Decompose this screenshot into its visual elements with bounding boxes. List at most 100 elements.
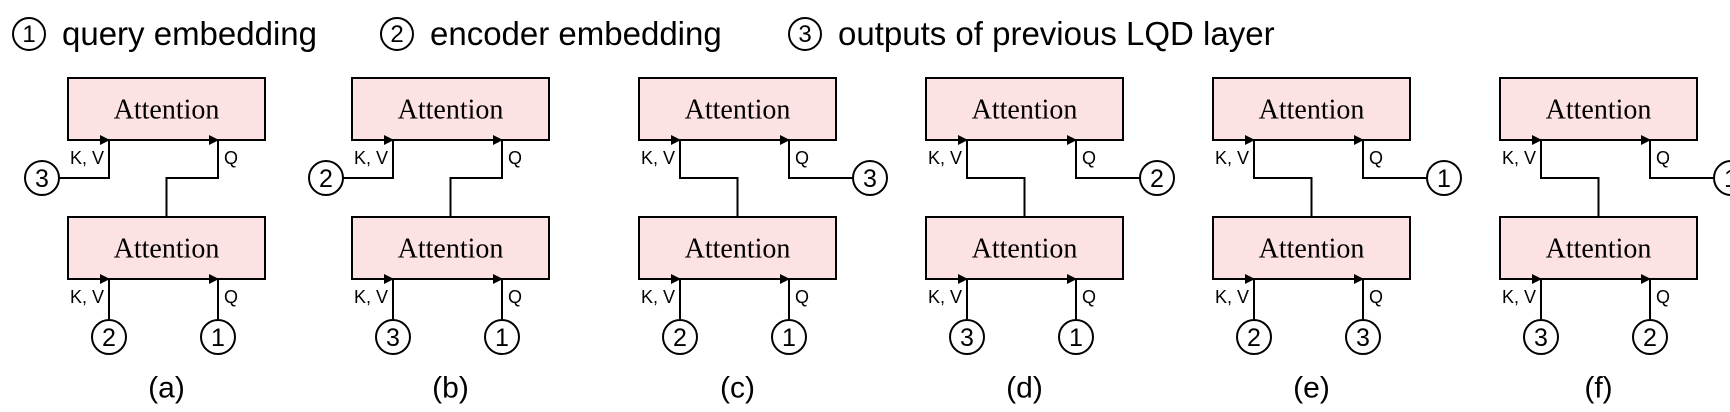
number-label: 1 — [1069, 324, 1083, 352]
q-input-arrow — [1641, 135, 1714, 179]
attention-label: Attention — [1546, 95, 1652, 126]
attention-label: Attention — [1546, 234, 1652, 265]
q-port-label: Q — [224, 148, 238, 168]
kv-port-label: K, V — [1502, 148, 1536, 168]
q-port-label: Q — [795, 287, 809, 307]
q-input-arrow — [1067, 135, 1140, 179]
attention-box — [351, 77, 550, 141]
number-label: 1 — [495, 324, 509, 352]
number-circle — [24, 160, 60, 196]
number-circle — [1426, 160, 1462, 196]
number-circle — [1139, 160, 1175, 196]
number-circle — [308, 160, 344, 196]
number-badge: 2 — [1139, 160, 1175, 196]
number-label: 3 — [35, 165, 49, 193]
number-circle — [771, 319, 807, 355]
number-badge: 2 — [308, 160, 344, 196]
number-label: 1 — [1437, 165, 1451, 193]
panel-caption: (f) — [1584, 372, 1612, 405]
legend-number-badge: 2 — [380, 17, 414, 51]
bottom-to-top-kv-arrow — [671, 135, 739, 217]
kv-port-label: K, V — [928, 148, 962, 168]
number-label: 3 — [1534, 324, 1548, 352]
attention-box — [925, 77, 1124, 141]
number-circle — [1058, 319, 1094, 355]
kv-port-label: K, V — [1502, 287, 1536, 307]
number-circle — [1523, 319, 1559, 355]
number-label: 2 — [319, 165, 333, 193]
kv-port-label: K, V — [641, 148, 675, 168]
q-port-label: Q — [508, 287, 522, 307]
attention-box — [1499, 216, 1698, 280]
attention-label: Attention — [685, 95, 791, 126]
number-circle — [375, 319, 411, 355]
number-circle — [1236, 319, 1272, 355]
number-label: 2 — [1247, 324, 1261, 352]
number-badge: 1 — [200, 319, 236, 355]
number-badge: 1 — [484, 319, 520, 355]
bottom-to-top-kv-arrow — [958, 135, 1026, 217]
legend-label: outputs of previous LQD layer — [838, 15, 1275, 52]
number-circle — [1713, 160, 1730, 196]
attention-label: Attention — [398, 234, 504, 265]
legend: 1 query embedding 2 encoder embedding 3 … — [0, 6, 1730, 62]
panel-caption: (d) — [1006, 372, 1043, 405]
number-badge: 3 — [1523, 319, 1559, 355]
number-badge: 3 — [852, 160, 888, 196]
number-circle — [484, 319, 520, 355]
q-port-label: Q — [1656, 148, 1670, 168]
number-circle — [852, 160, 888, 196]
q-port-label: Q — [1656, 287, 1670, 307]
q-port-label: Q — [1369, 287, 1383, 307]
number-circle — [200, 319, 236, 355]
top-attention-block: Attention K, V Q — [638, 77, 837, 168]
number-label: 2 — [1643, 324, 1657, 352]
legend-item-encoder: 2 encoder embedding — [380, 6, 722, 62]
legend-label: query embedding — [62, 15, 318, 52]
bottom-to-top-q-arrow — [165, 135, 219, 217]
attention-label: Attention — [398, 95, 504, 126]
bottom-to-top-q-arrow — [449, 135, 503, 217]
number-circle — [949, 319, 985, 355]
attention-label: Attention — [114, 95, 220, 126]
kv-port-label: K, V — [1215, 287, 1249, 307]
number-circle — [662, 319, 698, 355]
legend-number-badge: 3 — [788, 17, 822, 51]
number-badge: 2 — [91, 319, 127, 355]
bottom-attention-block: Attention K, V Q — [1499, 216, 1698, 307]
attention-box — [638, 216, 837, 280]
kv-port-label: K, V — [70, 148, 104, 168]
number-label: 2 — [102, 324, 116, 352]
q-port-label: Q — [224, 287, 238, 307]
number-badge: 3 — [24, 160, 60, 196]
attention-label: Attention — [972, 95, 1078, 126]
legend-item-query: 1 query embedding — [12, 6, 317, 62]
kv-port-label: K, V — [641, 287, 675, 307]
attention-box — [638, 77, 837, 141]
number-label: 1 — [211, 324, 225, 352]
q-port-label: Q — [1369, 148, 1383, 168]
number-badge: 3 — [1345, 319, 1381, 355]
kv-input-arrow — [59, 135, 110, 179]
q-port-label: Q — [1082, 148, 1096, 168]
number-circle — [1345, 319, 1381, 355]
legend-number-badge: 1 — [12, 17, 46, 51]
number-label: 3 — [863, 165, 877, 193]
q-port-label: Q — [795, 148, 809, 168]
top-attention-block: Attention K, V Q — [1499, 77, 1698, 168]
panel-caption: (b) — [432, 372, 469, 405]
legend-label: encoder embedding — [430, 15, 722, 52]
number-badge: 3 — [375, 319, 411, 355]
number-badge: 1 — [1058, 319, 1094, 355]
number-label: 2 — [1150, 165, 1164, 193]
panel-caption: (a) — [148, 372, 185, 405]
q-input-arrow — [1354, 135, 1427, 179]
